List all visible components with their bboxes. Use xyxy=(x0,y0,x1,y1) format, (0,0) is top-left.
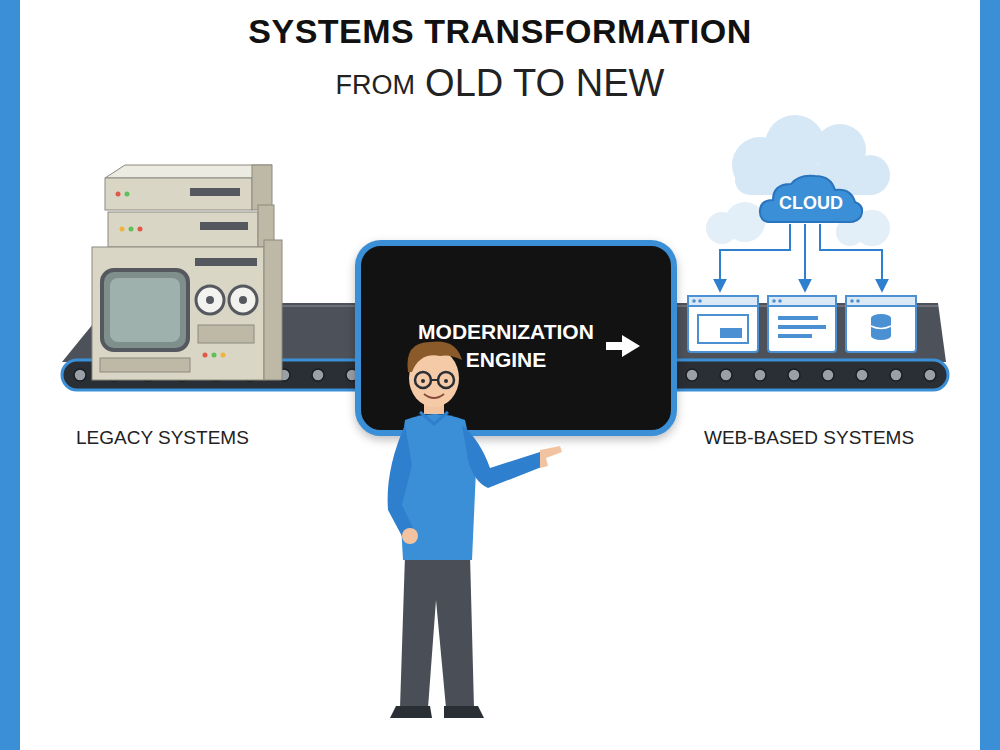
engine-arrow xyxy=(606,335,640,357)
side-bar xyxy=(0,0,20,750)
legacy-server-stack xyxy=(92,165,282,380)
cloud-arrows xyxy=(720,224,882,290)
subtitle-main: OLD TO NEW xyxy=(425,62,664,105)
cloud-shape: CLOUD xyxy=(757,172,865,226)
engine-label: MODERNIZATION ENGINE xyxy=(416,318,596,374)
subtitle-prefix: FROM xyxy=(336,70,415,101)
presenter-figure xyxy=(388,341,562,718)
side-bar xyxy=(980,0,1000,750)
cloud-label: CLOUD xyxy=(779,193,843,213)
web-windows xyxy=(688,296,916,352)
title: SYSTEMS TRANSFORMATION xyxy=(0,12,1000,51)
background-cloud xyxy=(706,115,890,246)
section-label: LEGACY SYSTEMS xyxy=(76,427,249,449)
engine-box: MODERNIZATION ENGINE xyxy=(355,240,677,436)
section-label: WEB-BASED SYSTEMS xyxy=(704,427,914,449)
